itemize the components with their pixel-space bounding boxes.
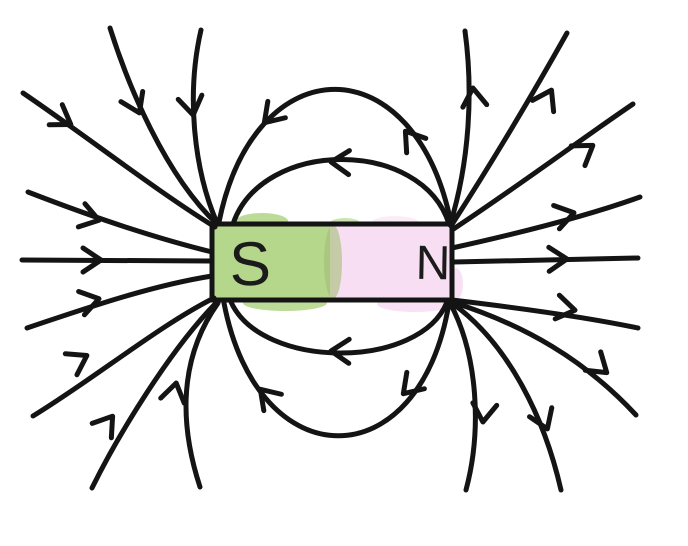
field-line <box>19 257 213 264</box>
field-line <box>25 189 215 255</box>
field-line <box>24 273 215 331</box>
south-pole-fill <box>212 224 334 300</box>
field-line <box>230 157 452 227</box>
field-line <box>449 194 643 251</box>
field-line <box>107 25 220 227</box>
arrowhead-icon <box>470 400 500 425</box>
field-line <box>228 299 450 356</box>
field-line <box>447 28 472 228</box>
arrowhead-icon <box>257 386 284 414</box>
arrowhead-icon <box>118 89 146 116</box>
arrowhead-icon <box>551 202 577 232</box>
field-line <box>20 90 218 230</box>
arrowhead-icon <box>582 349 610 376</box>
arrowhead-icon <box>568 142 596 169</box>
field-line <box>216 87 454 226</box>
field-line <box>89 300 219 491</box>
field-line <box>221 300 452 438</box>
arrowhead-icon <box>46 102 74 128</box>
field-arrows <box>46 85 610 441</box>
arrowhead-icon <box>175 92 205 118</box>
arrowhead-icon <box>460 85 490 110</box>
north-pole-label: N <box>415 237 451 291</box>
field-line <box>447 300 478 493</box>
arrowhead-icon <box>80 245 104 275</box>
arrowhead-icon <box>527 405 555 432</box>
field-line <box>451 255 641 265</box>
field-lines <box>19 25 643 493</box>
field-line <box>449 299 639 418</box>
field-line <box>183 300 221 490</box>
arrowhead-icon <box>546 244 570 274</box>
arrowhead-icon <box>261 98 288 126</box>
arrowhead-icon <box>400 369 427 397</box>
field-line <box>448 30 570 229</box>
pole-boundary-smudge <box>324 225 342 299</box>
magnet-body: S N <box>209 221 455 303</box>
arrowhead-icon <box>158 380 187 406</box>
south-pole-label: S <box>228 229 272 299</box>
arrowhead-icon <box>75 201 102 230</box>
arrowhead-icon <box>328 148 352 178</box>
arrowhead-icon <box>62 351 90 378</box>
field-line <box>190 27 220 226</box>
field-line <box>449 101 636 233</box>
arrowhead-icon <box>76 288 102 318</box>
field-line <box>30 295 217 419</box>
arrowhead-icon <box>402 128 429 156</box>
field-line <box>449 297 641 331</box>
north-pole-fill <box>330 224 452 300</box>
arrowhead-icon <box>89 413 116 441</box>
arrowhead-icon <box>328 336 352 366</box>
arrowhead-icon <box>552 292 578 322</box>
field-line <box>449 300 564 493</box>
arrowhead-icon <box>529 87 557 115</box>
